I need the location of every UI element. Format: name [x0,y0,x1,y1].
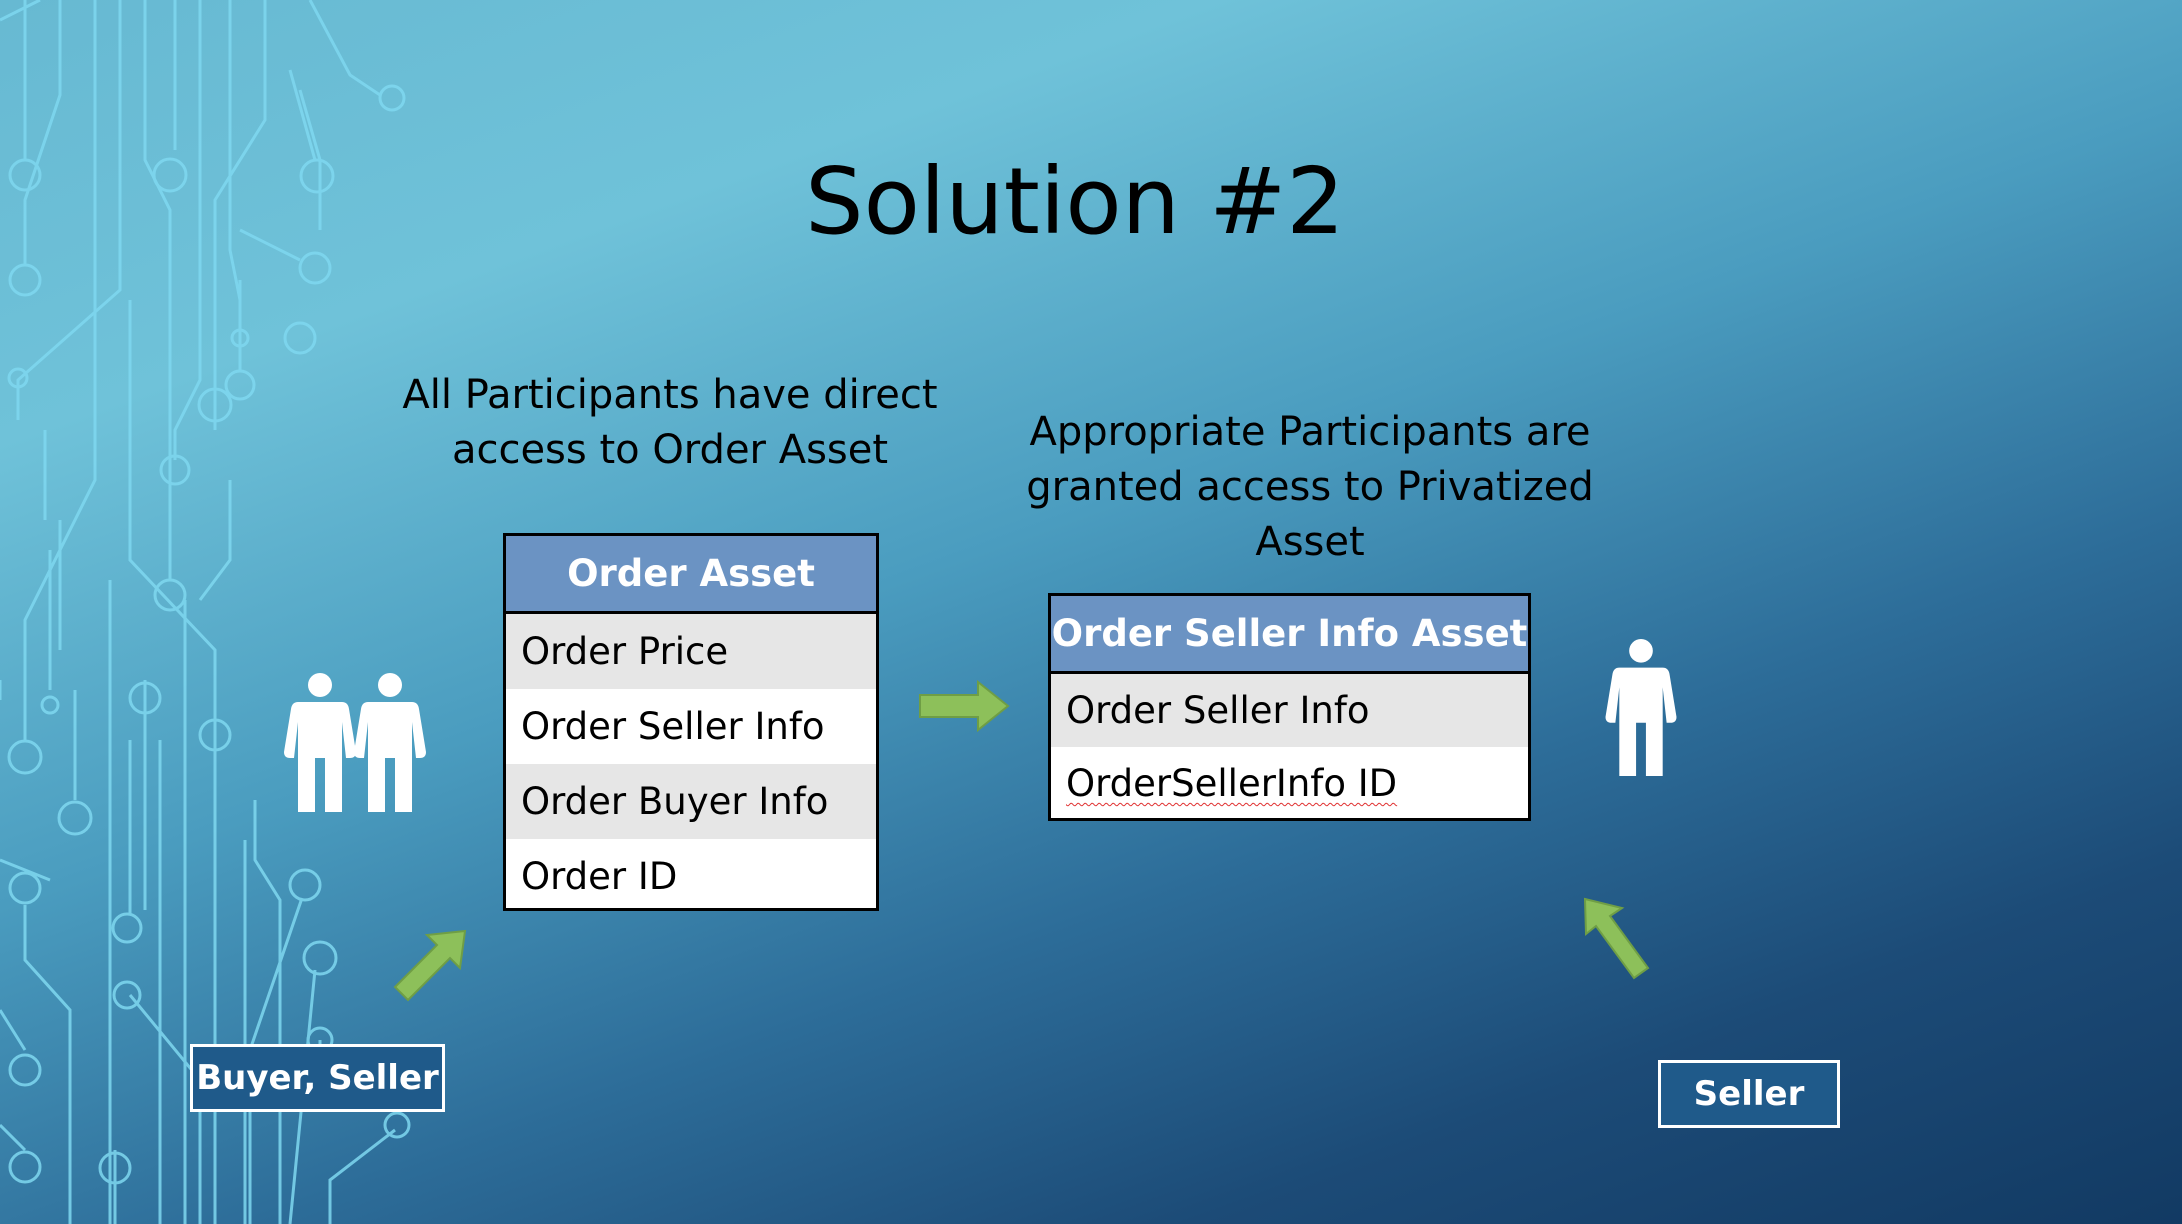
table-row: Order Price [506,614,876,689]
order-asset-header: Order Asset [506,536,876,614]
left-caption: All Participants have direct access to O… [402,372,938,473]
table-row: Order Buyer Info [506,764,876,839]
right-caption: Appropriate Participants are granted acc… [1026,409,1594,565]
arrow-up-left-icon [1583,897,1650,980]
seller-info-id-text: OrderSellerInfo ID [1066,762,1398,805]
buyer-seller-label: Buyer, Seller [190,1044,445,1112]
table-row: OrderSellerInfo ID [1051,747,1528,820]
table-row: Order ID [521,855,678,898]
person-icon [1605,638,1677,776]
arrow-up-right-icon [393,929,467,1002]
seller-label: Seller [1658,1060,1840,1128]
order-asset-table: Order Asset Order Price Order Seller Inf… [503,533,879,911]
slide-title: Solution #2 [805,148,1345,255]
order-seller-info-asset-table: Order Seller Info Asset Order Seller Inf… [1048,593,1531,821]
person-icon [284,673,356,812]
arrow-right-icon [919,680,1010,732]
table-row: Order Seller Info [521,705,825,748]
person-icon [354,673,426,812]
table-row: Order Seller Info [1051,674,1528,747]
seller-info-asset-header: Order Seller Info Asset [1051,596,1528,674]
